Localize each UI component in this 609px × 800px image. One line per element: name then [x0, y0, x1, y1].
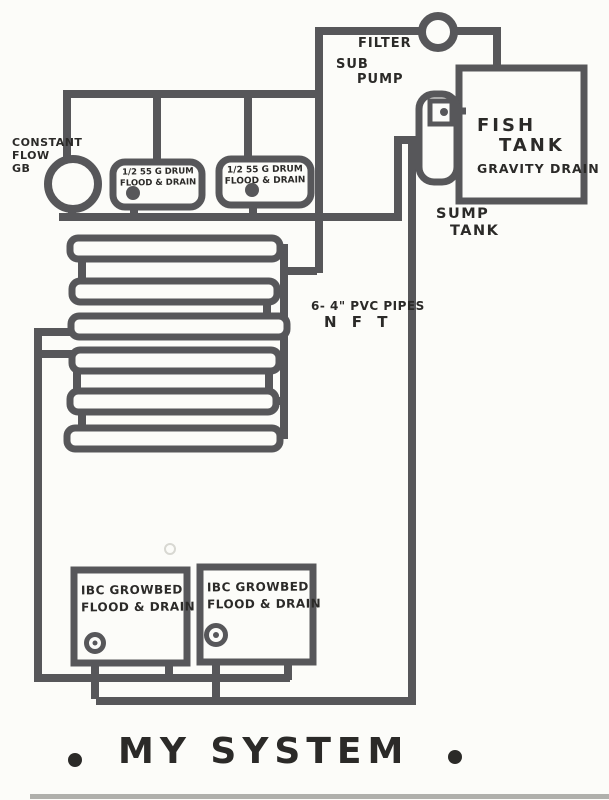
sump-tank-label-line1: SUMP	[436, 206, 490, 222]
drum-1-label: 1/2 55 G DRUM FLOOD & DRAIN	[119, 166, 197, 189]
drum-2-fitting	[245, 183, 259, 197]
title-dot-left	[68, 753, 82, 767]
constant-flow-label-line3: GB	[12, 162, 31, 175]
filter-label: FILTER	[358, 36, 412, 51]
pipe-segment-filter-loop	[315, 27, 501, 273]
drum-2-label: 1/2 55 G DRUM FLOOD & DRAIN	[224, 164, 306, 187]
nft-pipe-5	[66, 387, 280, 416]
sub-pump-outlet	[440, 108, 448, 116]
sub-pump-label-line2: PUMP	[357, 72, 404, 87]
sump-tank-label-line2: TANK	[450, 223, 500, 239]
scan-smudge	[164, 543, 176, 555]
pipe-segment-sump-drain	[96, 137, 416, 705]
pipe-segment-lower-main	[59, 142, 402, 221]
ibc-growbed-1-shape	[70, 566, 191, 667]
nft-label: N F T	[324, 313, 393, 331]
constant-flow-label-line2: FLOW	[12, 149, 50, 162]
pvc-pipes-label: 6- 4" PVC PIPES	[311, 299, 425, 313]
nft-pipes	[63, 234, 291, 453]
drum-1-fitting	[126, 186, 140, 200]
filter-circle	[418, 12, 458, 52]
ibc-growbed-2-shape	[196, 563, 317, 666]
fish-tank-label-line2: TANK	[499, 135, 565, 156]
nft-pipe-2	[68, 277, 281, 306]
nft-pipe-1	[66, 234, 284, 263]
fish-tank-label-line1: FISH	[477, 115, 537, 136]
sump-tank-shape	[415, 90, 466, 186]
ibc-growbed-1-label: IBC GROWBED FLOOD & DRAIN	[80, 582, 196, 615]
title-dot-right	[448, 750, 462, 764]
pipe-segment-top-main	[63, 90, 317, 164]
constant-flow-label-line1: CONSTANT	[12, 136, 83, 149]
constant-flow-gb-circle	[44, 155, 102, 213]
page-title: MY SYSTEM	[118, 731, 410, 772]
scan-edge-line	[30, 794, 609, 799]
drum-2-shape	[215, 155, 315, 209]
nft-pipe-4	[68, 346, 283, 375]
nft-pipe-3	[67, 312, 291, 341]
pipe-segment-left-feed	[34, 328, 290, 682]
sub-pump-label-line1: SUB	[336, 57, 369, 72]
drum-1-shape	[109, 158, 206, 211]
gravity-drain-label: GRAVITY DRAIN	[477, 161, 600, 176]
ibc-growbed-2-label: IBC GROWBED FLOOD & DRAIN	[206, 579, 322, 612]
nft-pipe-6	[63, 424, 284, 453]
